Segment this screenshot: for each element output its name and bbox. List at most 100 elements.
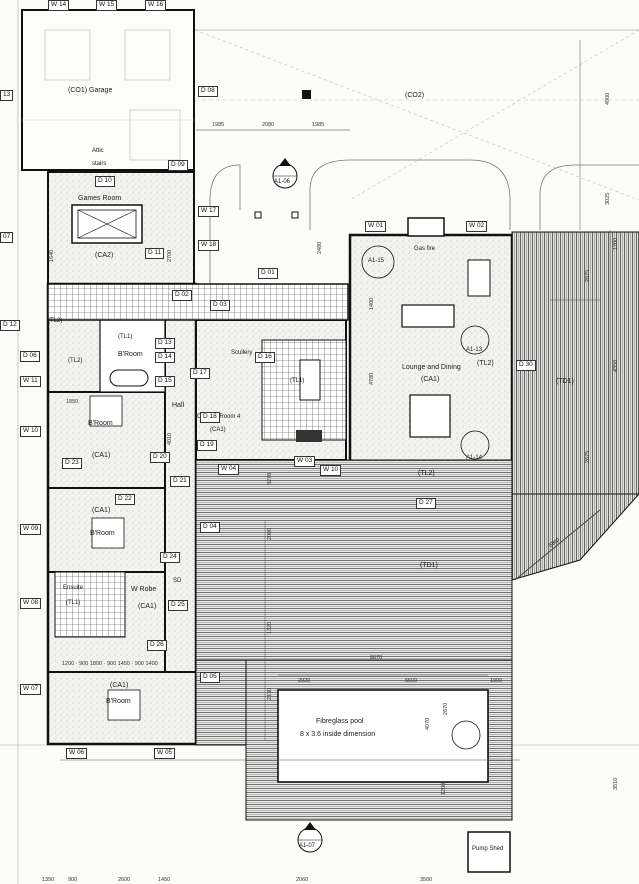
window-tag: W 15 xyxy=(96,0,118,11)
door-tag: D 09 xyxy=(168,160,188,171)
door-tag: D 19 xyxy=(197,440,217,451)
door-tag: D 04 xyxy=(200,522,220,533)
door-tag: D 03 xyxy=(210,300,230,311)
door-tag: D 08 xyxy=(198,86,218,97)
dim-label: 1450 xyxy=(158,877,171,883)
dim-label: 1400 xyxy=(369,297,375,310)
window-tag: W 10 xyxy=(20,426,42,437)
hall-label: Hall xyxy=(172,402,185,409)
door-tag: D 22 xyxy=(115,494,135,505)
door-tag: D 15 xyxy=(155,376,175,387)
door-tag: D 17 xyxy=(190,368,210,379)
lounge-tl2-label: (TL2) xyxy=(477,360,494,367)
dim-label: 8670 xyxy=(370,655,383,661)
door-tag: D 18 xyxy=(200,412,220,423)
dim-label: 2675 xyxy=(585,450,591,463)
window-tag: W 11 xyxy=(20,376,41,387)
door-tag: D 21 xyxy=(170,476,190,487)
dim-label: 2480 xyxy=(317,241,323,254)
sd-label: SD xyxy=(173,578,182,584)
door-tag: D 27 xyxy=(416,498,436,509)
pool-title: Fibreglass pool xyxy=(316,718,364,725)
door-tag: D 12 xyxy=(0,320,20,331)
dim-label: 1850 xyxy=(66,399,79,405)
hall-tl2-label: (TL2) xyxy=(48,318,63,324)
window-tag: W 05 xyxy=(154,748,176,759)
door-tag: D 14 xyxy=(155,352,175,363)
section-tag: A1-07 xyxy=(299,843,316,849)
pump-shed-label: Pump Shed xyxy=(472,846,504,852)
ensuite-tl1-label: (TL1) xyxy=(118,334,133,340)
dim-label: 2000 xyxy=(267,527,273,540)
door-tag: D 30 xyxy=(516,360,536,371)
dim-label: 4010 xyxy=(167,432,173,445)
edge-mark: 07 xyxy=(0,232,14,243)
bedroom-3-label: B'Room xyxy=(90,530,115,537)
kitchen-tl1-label: (TL1) xyxy=(290,378,305,384)
bedroom-5-ca1-label: (CA1) xyxy=(110,682,129,689)
dim-label: 3270 xyxy=(267,472,273,485)
door-tag: D 23 xyxy=(62,458,82,469)
window-tag: W 18 xyxy=(198,240,220,251)
window-tag: W 03 xyxy=(294,456,316,467)
section-tag: A1-13 xyxy=(466,347,483,353)
door-tag: D 02 xyxy=(172,290,192,301)
window-tag: W 14 xyxy=(48,0,70,11)
window-tag: W 07 xyxy=(20,684,42,695)
door-tag: D 11 xyxy=(145,248,165,259)
lounge-ca1-label: (CA1) xyxy=(421,376,440,383)
bath-tl1-label: (TL1) xyxy=(66,600,81,606)
games-ca2-label: (CA2) xyxy=(95,252,114,259)
co2-label: (CO2) xyxy=(405,92,425,99)
window-tag: W 16 xyxy=(145,0,167,11)
door-tag: D 01 xyxy=(258,268,278,279)
wrobe-ca1-label: (CA1) xyxy=(138,603,157,610)
bedroom-5-label: B'Room xyxy=(106,698,131,705)
door-tag: D 25 xyxy=(168,600,188,611)
dim-label: 3025 xyxy=(605,192,611,205)
bedroom-3-ca1-label: (CA1) xyxy=(92,507,111,514)
window-tag: W 06 xyxy=(66,748,88,759)
dim-label: 900 xyxy=(68,877,78,883)
door-tag: D 06 xyxy=(20,351,40,362)
dim-label: 3510 xyxy=(613,777,619,790)
lounge-tl2-b-label: (TL2) xyxy=(418,470,435,477)
dim-label: 1200 · 900 1800 · 900 1450 · 900 1400 xyxy=(62,661,158,667)
dim-label: 2700 xyxy=(167,249,173,262)
deck-main-td1-label: (TD1) xyxy=(420,562,438,569)
window-tag: W 04 xyxy=(218,464,240,475)
dim-label: 1350 xyxy=(42,877,55,883)
door-tag: D 16 xyxy=(255,352,275,363)
dim-label: 4350 xyxy=(613,359,619,372)
attic-label: Attic xyxy=(92,148,104,154)
scullery-label: Scullery xyxy=(231,350,253,356)
gas-fire-label: Gas fire xyxy=(414,246,436,252)
bedroom-2-ca1-label: (CA1) xyxy=(92,452,111,459)
dim-label: 2870 xyxy=(443,702,449,715)
stairs-label: stairs xyxy=(92,161,107,167)
dim-label: 2060 xyxy=(296,877,309,883)
door-tag: D 10 xyxy=(95,176,115,187)
ensuite-label: Ensuite xyxy=(63,585,84,591)
dim-label: 4900 xyxy=(605,92,611,105)
dim-label: 1640 xyxy=(49,249,55,262)
dim-label: 3500 xyxy=(420,877,433,883)
dim-label: 1985 xyxy=(312,122,325,128)
bedroom-1-label: B'Room xyxy=(118,351,143,358)
window-tag: W 09 xyxy=(20,524,42,535)
dim-label: 2130 xyxy=(267,687,273,700)
dim-label: 2080 xyxy=(262,122,275,128)
garage-label: (CO1) Garage xyxy=(68,87,113,94)
door-tag: D 20 xyxy=(150,452,170,463)
lounge-label: Lounge and Dining xyxy=(402,364,461,371)
door-tag: D 13 xyxy=(155,338,175,349)
section-tag: A1-06 xyxy=(274,179,291,185)
bedroom-2-label: B'Room xyxy=(88,420,113,427)
window-tag: W 02 xyxy=(466,221,488,232)
window-tag: W 01 xyxy=(365,221,387,232)
window-tag: W 08 xyxy=(20,598,42,609)
dim-label: 2875 xyxy=(585,269,591,282)
section-tag: A1-14 xyxy=(466,455,483,461)
games-room-label: Games Room xyxy=(78,195,122,202)
